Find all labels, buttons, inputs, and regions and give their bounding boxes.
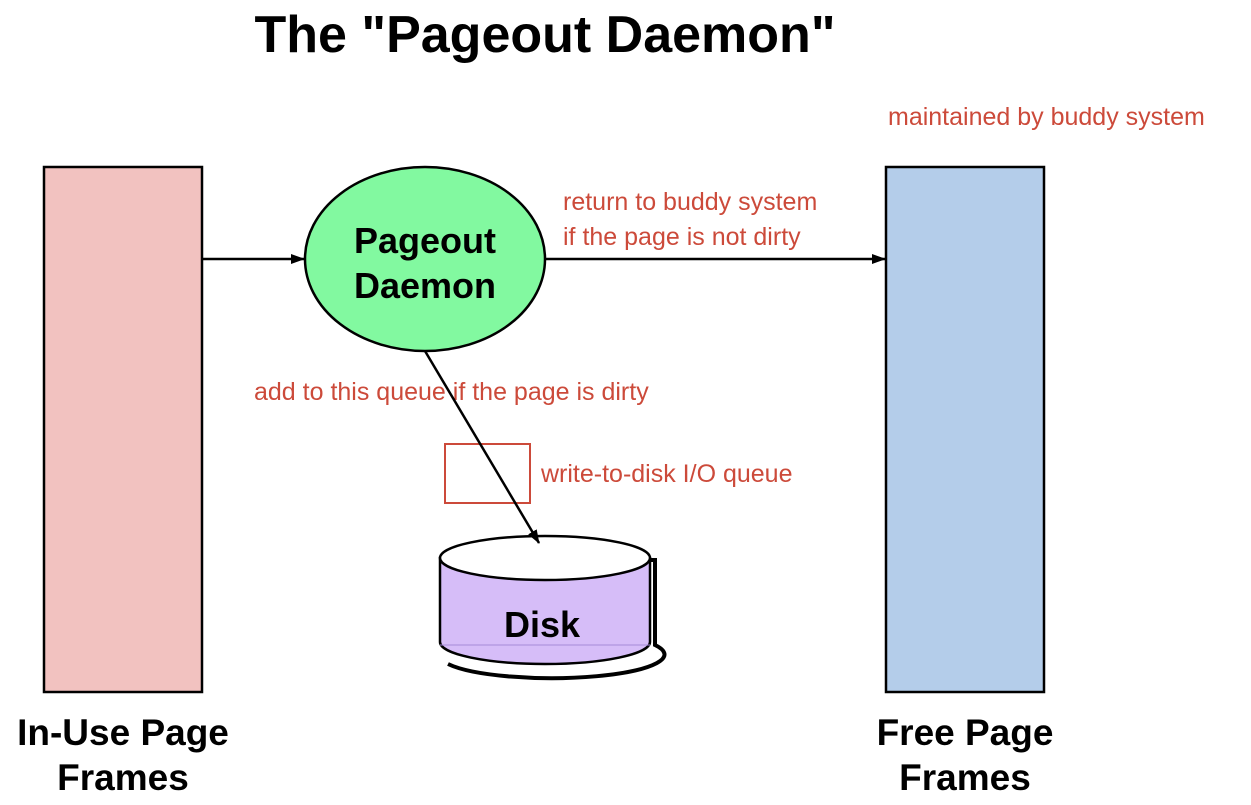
in-use-page-frames-box — [42, 165, 204, 694]
free-page-frames-box — [884, 165, 1046, 694]
return-note-line2: if the page is not dirty — [563, 223, 801, 251]
disk-node — [438, 534, 667, 681]
free-label-line1: Free Page — [877, 712, 1054, 753]
diagram-title: The "Pageout Daemon" — [255, 6, 836, 64]
daemon-label-line1: Pageout — [354, 220, 496, 261]
dirty-page-note: add to this queue if the page is dirty — [254, 378, 649, 406]
daemon-label-line2: Daemon — [354, 265, 496, 306]
arrow-daemon-to-disk — [423, 350, 541, 544]
io-queue-box — [444, 443, 531, 504]
free-label-line2: Frames — [899, 757, 1031, 798]
buddy-system-note: maintained by buddy system — [888, 103, 1205, 131]
in-use-label-line1: In-Use Page — [17, 712, 229, 753]
io-queue-label: write-to-disk I/O queue — [540, 460, 793, 488]
disk-label: Disk — [504, 604, 581, 645]
in-use-label-line2: Frames — [57, 757, 189, 798]
return-note-line1: return to buddy system — [563, 188, 817, 216]
